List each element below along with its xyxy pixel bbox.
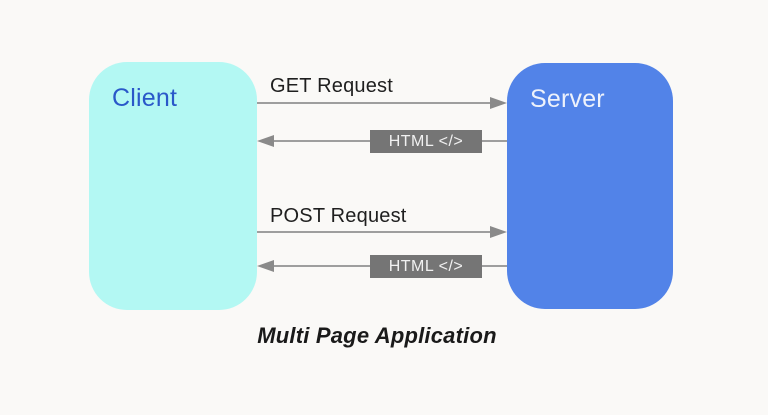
diagram-caption: Multi Page Application xyxy=(257,323,497,348)
html-response-chip: HTML </> xyxy=(370,130,482,153)
client-box: Client xyxy=(89,62,257,310)
left-arrowhead-icon xyxy=(257,135,274,147)
post-request-arrow-line xyxy=(257,231,491,233)
client-label: Client xyxy=(112,84,178,112)
server-box: Server xyxy=(507,63,673,309)
right-arrowhead-icon xyxy=(490,97,507,109)
server-label: Server xyxy=(530,85,605,113)
get-request-label: GET Request xyxy=(270,75,394,97)
html-response-chip: HTML </> xyxy=(370,255,482,278)
post-request-label: POST Request xyxy=(270,205,407,227)
get-request-arrow-line xyxy=(257,102,491,104)
right-arrowhead-icon xyxy=(490,226,507,238)
left-arrowhead-icon xyxy=(257,260,274,272)
